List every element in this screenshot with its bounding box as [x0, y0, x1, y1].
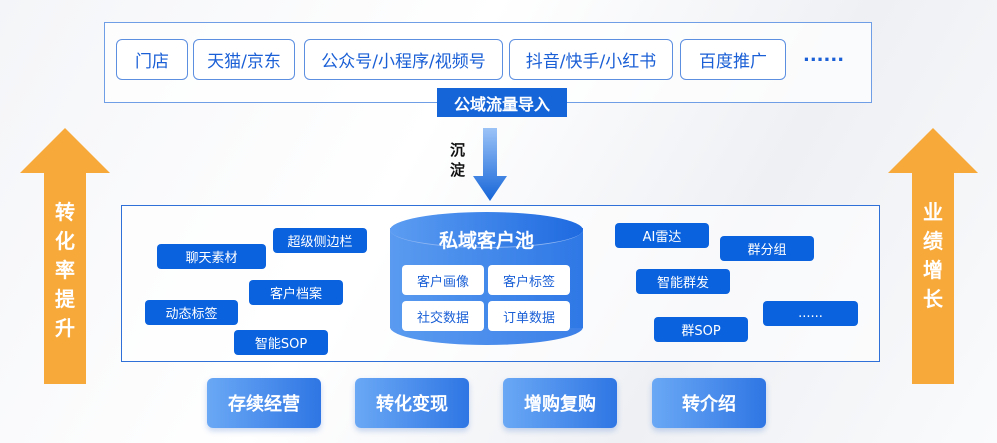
performance-growth-label: 业绩增长	[923, 200, 943, 311]
outcome-button: 转介绍	[652, 378, 766, 428]
conversion-rate-label: 转化率提升	[55, 200, 75, 340]
cylinder-top	[390, 212, 583, 248]
right-arrow-text-wrap: 业绩增长	[888, 128, 978, 384]
more-channels: ......	[803, 45, 845, 66]
up-arrow-right-icon	[888, 128, 978, 384]
tool-chip: AI雷达	[615, 223, 709, 248]
up-arrow-left-icon	[20, 128, 110, 384]
tool-chip: 群SOP	[654, 317, 748, 342]
tool-chip: 聊天素材	[157, 244, 266, 269]
pool-cell: 订单数据	[488, 301, 570, 331]
channel-tag: 公众号/小程序/视频号	[304, 39, 503, 80]
pool-cell: 社交数据	[402, 301, 484, 331]
tool-chip: ......	[763, 301, 858, 326]
private-customer-pool: 私域客户池 客户画像 客户标签 社交数据 订单数据	[390, 212, 583, 345]
tool-chip: 客户档案	[249, 280, 343, 305]
outcome-button: 转化变现	[355, 378, 469, 428]
channel-tag: 天猫/京东	[193, 39, 295, 80]
channel-tag: 百度推广	[680, 39, 786, 80]
tool-chip: 智能SOP	[234, 330, 328, 355]
public-traffic-label: 公域流量导入	[437, 88, 567, 117]
public-traffic-box: 门店 天猫/京东 公众号/小程序/视频号 抖音/快手/小红书 百度推广 ....…	[104, 22, 872, 103]
tool-chip: 智能群发	[636, 269, 730, 294]
left-arrow-text-wrap: 转化率提升	[20, 128, 110, 384]
outcome-button: 存续经营	[207, 378, 321, 428]
channel-tag: 门店	[116, 39, 188, 80]
tool-chip: 群分组	[720, 236, 814, 261]
pool-cell: 客户画像	[402, 265, 484, 295]
pool-cell: 客户标签	[488, 265, 570, 295]
channel-tag: 抖音/快手/小红书	[509, 39, 673, 80]
tool-chip: 动态标签	[145, 300, 238, 325]
down-arrow-icon	[473, 128, 507, 201]
sediment-label: 沉淀	[450, 141, 466, 179]
tool-chip: 超级侧边栏	[273, 228, 367, 253]
outcome-button: 增购复购	[503, 378, 617, 428]
pool-title: 私域客户池	[438, 230, 534, 252]
